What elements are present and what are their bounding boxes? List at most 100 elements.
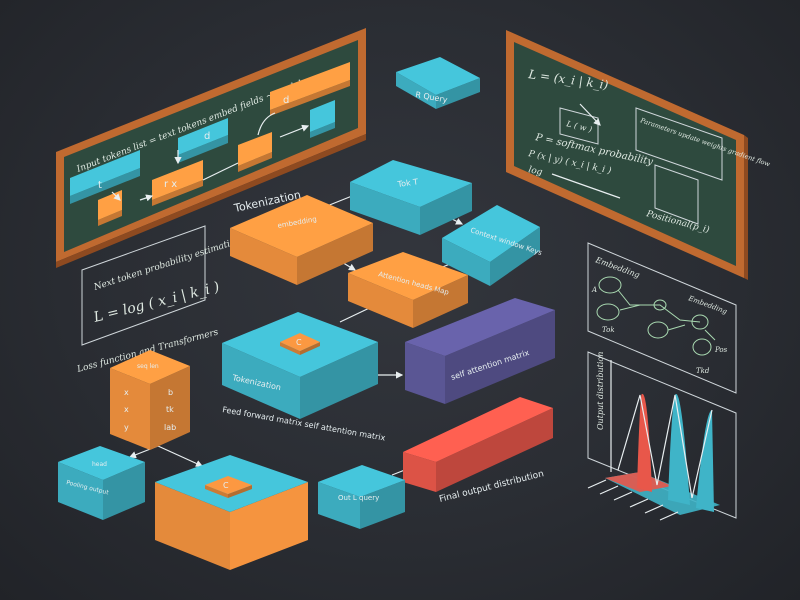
lb-box-2-top-face [178, 118, 228, 155]
lb-box-4-right-face [152, 180, 203, 206]
lb-box-2-right-face [178, 135, 228, 163]
distribution-chart-panel: Output distribution [587, 351, 737, 521]
cube-right-label: lab [164, 423, 176, 432]
lb-box-7-right-face [310, 122, 335, 138]
lb-box-2 [178, 118, 228, 163]
teal-small-block [58, 446, 145, 520]
lb-box-1-top-face [70, 150, 140, 196]
teal-big-top-tile-right-face [300, 342, 320, 355]
cube-right-label: b [168, 388, 173, 397]
cube-right-label: tk [166, 405, 174, 414]
cube-left-label: x [124, 388, 129, 397]
top-tile-block [396, 57, 480, 109]
purple-block [405, 298, 555, 404]
embedding-label: Pos [714, 346, 728, 354]
teal-right-block-left-face [442, 238, 490, 286]
left-board-label: t [98, 180, 102, 191]
lb-box-7 [310, 100, 335, 138]
teal-right-block-top-face [442, 205, 540, 262]
lb-box-5-right-face [238, 152, 272, 172]
tokenization-block-right-face [297, 223, 373, 285]
orange-mid-block-top-face [348, 252, 468, 300]
lb-box-4-top-face [152, 160, 203, 200]
teal-bottom-block-top-face [318, 465, 405, 497]
lb-box-6-right-face [270, 80, 350, 116]
blocks-layer [58, 57, 555, 570]
lb-box-5-top-face [238, 132, 272, 166]
teal-big-block-left-face [222, 343, 300, 419]
red-block [403, 397, 553, 492]
teal-bottom-block-label: Out L query [338, 494, 379, 502]
bottom-top-tile-top-face [205, 476, 252, 494]
lb-box-3-right-face [98, 210, 122, 226]
bottom-top-tile-right-face [228, 485, 252, 498]
cube-left-label: y [124, 423, 129, 432]
right-board-inner-box [559, 107, 599, 145]
tokenization-block-top-face [230, 195, 373, 257]
top-tile-block-right-face [436, 78, 480, 109]
left-board-label: d [204, 131, 210, 142]
teal-small-block-right-face [103, 462, 145, 520]
teal-bottom-block-right-face [360, 480, 405, 529]
embedding-panel-title: Embedding [593, 255, 641, 280]
big-bottom-block-right-face [230, 482, 308, 570]
lb-box-6-top-face [270, 62, 350, 110]
embedding-graph [596, 276, 716, 356]
teal-top-block-right-face [420, 183, 472, 235]
embedding-label: Embedding [686, 294, 728, 316]
bottom-top-tile [205, 476, 252, 498]
purple-block-right-face [445, 310, 555, 404]
tokenization-block-left-face [230, 228, 297, 285]
purple-block-left-face [405, 342, 445, 404]
top-tile-block-left-face [396, 72, 436, 109]
teal-big-block-right-face [300, 342, 378, 419]
cube-top-label: seq len [137, 363, 159, 370]
teal-top-block [350, 160, 472, 235]
red-block-right-face [436, 408, 553, 492]
red-block-left-face [403, 452, 436, 492]
chart-peak-teal-2 [696, 410, 714, 512]
embedding-panel: Embedding A Embedding Tok Pos Tkd [587, 242, 737, 394]
cube-left-label: x [124, 405, 129, 414]
teal-big-top-tile-left-face [280, 342, 300, 355]
big-bottom-block-left-face [155, 482, 230, 570]
big-bottom-block [155, 455, 308, 570]
teal-big-top-tile [280, 333, 320, 355]
teal-small-block-top-face [58, 446, 145, 480]
orange-cube-block-top-face [110, 350, 190, 384]
teal-right-block-right-face [490, 227, 540, 286]
left-board-label: d [283, 95, 289, 106]
purple-block-top-face [405, 298, 555, 356]
teal-small-top-label: head [92, 461, 107, 468]
orange-cube-block-left-face [110, 368, 150, 450]
left-chalkboard: Input tokens list = text tokens embed fi… [56, 28, 366, 268]
orange-mid-block [348, 252, 468, 328]
lb-box-1-right-face [70, 168, 140, 204]
embedding-label: A [591, 286, 597, 294]
bottom-top-tile-left-face [205, 485, 228, 498]
teal-big-top-tile-top-face [280, 333, 320, 351]
left-board-label: r x [164, 179, 177, 190]
orange-cube-block [110, 350, 190, 450]
right-board-log: log [527, 165, 543, 178]
teal-top-block-label: Tok T [396, 177, 419, 189]
lb-box-6 [270, 62, 350, 116]
orange-mid-block-left-face [348, 273, 413, 328]
lb-box-7-top-face [310, 100, 335, 132]
chart-peak-teal-1 [668, 393, 690, 505]
tokenization-block [230, 195, 373, 285]
teal-bottom-block-left-face [318, 482, 360, 529]
teal-big-tile-label: C [296, 338, 302, 347]
teal-top-block-left-face [350, 182, 420, 235]
lb-box-5 [238, 132, 272, 172]
teal-big-block [222, 312, 378, 419]
teal-right-block [442, 205, 540, 286]
lb-box-1 [70, 150, 140, 204]
right-chalkboard: L = (x_i | k_i) L ( w ) Parameters updat… [506, 30, 772, 280]
orange-mid-block-right-face [413, 275, 468, 328]
red-block-top-face [403, 397, 553, 462]
chart-peak-red [637, 393, 652, 492]
top-tile-block-top-face [396, 57, 480, 95]
